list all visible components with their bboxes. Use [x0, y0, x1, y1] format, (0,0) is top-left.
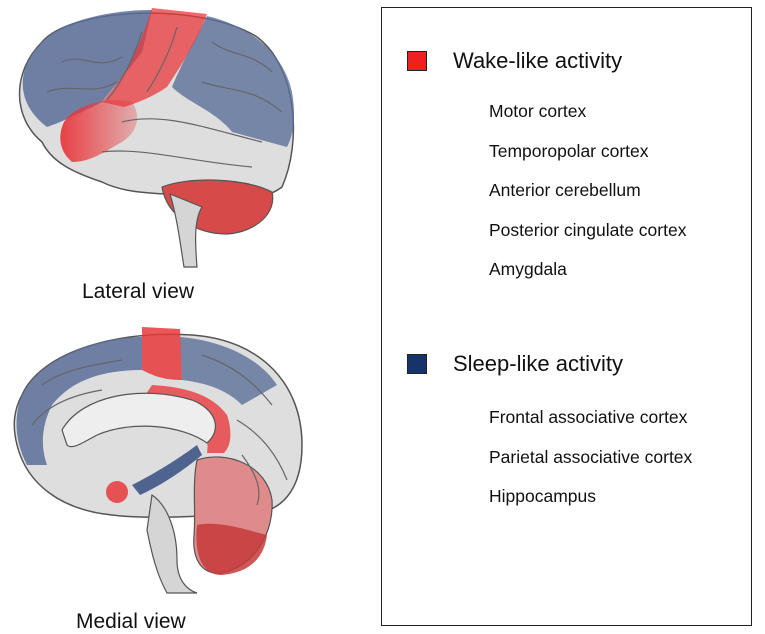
brain-figure: Lateral view Medial view: [0, 0, 370, 634]
sleep-legend-title: Sleep-like activity: [453, 351, 623, 376]
medial-amygdala: [106, 481, 128, 503]
wake-region-list: Motor cortex Temporopolar cortex Anterio…: [489, 100, 686, 298]
wake-region-item: Motor cortex: [489, 101, 587, 121]
lateral-motor-cortex: [102, 8, 207, 107]
medial-gyri-lines: [31, 354, 288, 506]
wake-legend-title: Wake-like activity: [453, 48, 623, 73]
sleep-region-list: Frontal associative cortex Parietal asso…: [489, 406, 692, 525]
sleep-region-item: Parietal associative cortex: [489, 446, 693, 467]
sleep-region-item: Hippocampus: [489, 486, 596, 506]
medial-brainstem: [146, 493, 198, 594]
wake-region-item: Anterior cerebellum: [489, 180, 641, 200]
lateral-frontal-region: [22, 10, 152, 127]
medial-corpus-callosum: [61, 392, 216, 448]
sleep-region-item: Frontal associative cortex: [489, 407, 688, 427]
medial-frontal-region: [16, 337, 143, 465]
wake-legend-header: Wake-like activity: [407, 48, 622, 74]
wake-region-item: Temporopolar cortex: [489, 140, 649, 161]
wake-region-item: Posterior cingulate cortex: [489, 219, 687, 240]
wake-swatch: [407, 51, 427, 71]
medial-anterior-cerebellum: [196, 523, 267, 575]
medial-hippocampus: [132, 445, 202, 495]
wake-region-item: Amygdala: [489, 259, 567, 279]
lateral-parietal-region: [172, 16, 295, 147]
medial-brain-illustration: [13, 327, 303, 594]
lateral-temporal-region: [60, 100, 138, 162]
sleep-legend-header: Sleep-like activity: [407, 351, 623, 377]
lateral-view-label: Lateral view: [82, 280, 195, 303]
medial-parietal-region: [180, 337, 277, 405]
lateral-brain-illustration: [18, 8, 295, 268]
lateral-gyri-lines: [46, 26, 283, 168]
legend-panel: Wake-like activity Motor cortex Temporop…: [381, 7, 752, 626]
medial-motor-cortex: [142, 327, 182, 380]
lateral-brainstem: [169, 192, 203, 268]
medial-view-label: Medial view: [76, 610, 186, 633]
sleep-swatch: [407, 354, 427, 374]
